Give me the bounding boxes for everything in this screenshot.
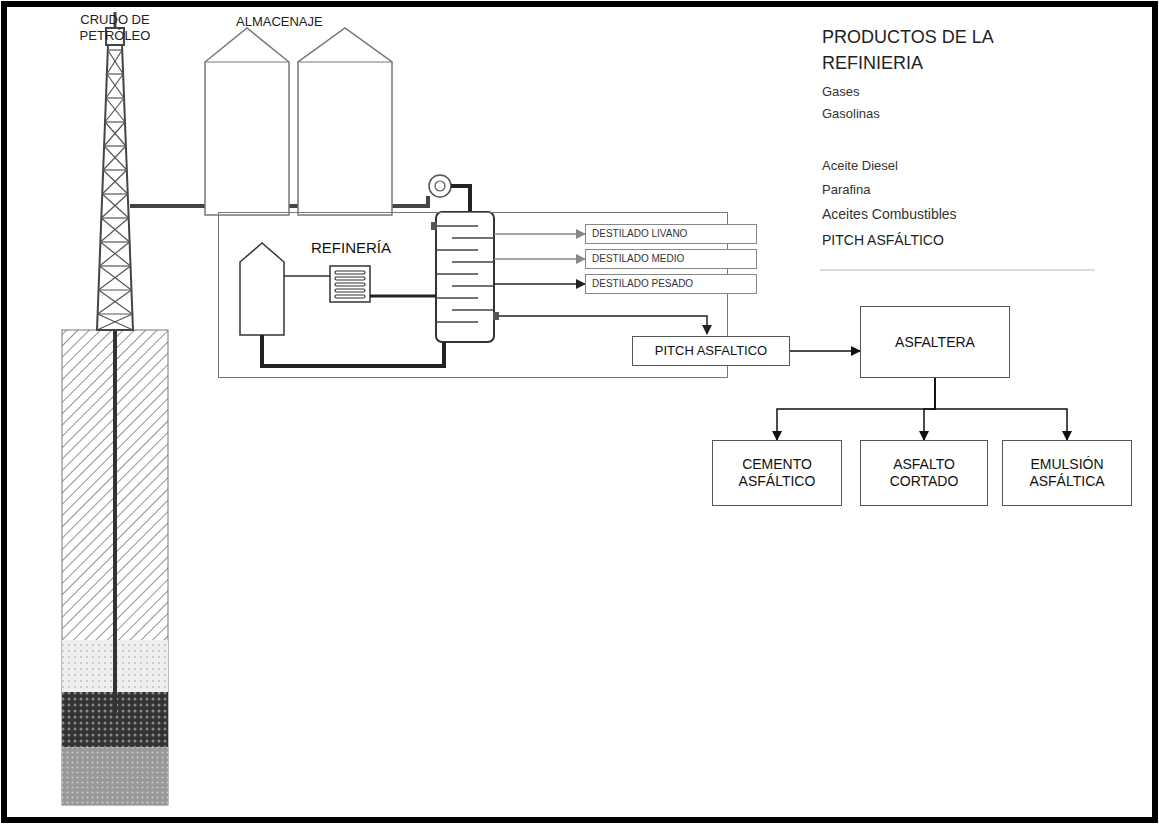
product-box: EMULSIÓN ASFÁLTICA — [1002, 440, 1132, 506]
product-item: Gases — [822, 84, 860, 100]
distillate-box: DESTILADO LIVANO — [585, 224, 757, 244]
flow-arrow — [935, 378, 1067, 440]
node-label: PITCH ASFALTICO — [655, 343, 767, 359]
flow-arrow — [777, 378, 935, 440]
node-label: ASFALTO CORTADO — [869, 456, 979, 490]
product-item: Parafina — [822, 182, 870, 198]
product-item: Aceites Combustibles — [822, 206, 957, 223]
product-box: ASFALTO CORTADO — [860, 440, 988, 506]
flow-arrow — [790, 350, 860, 352]
node-label: ASFALTERA — [895, 334, 975, 351]
product-item: Aceite Diesel — [822, 158, 898, 174]
distillate-box: DESTILADO MEDIO — [585, 249, 757, 269]
distillate-box: DESTILADO PESADO — [585, 274, 757, 294]
storage-label: ALMACENAJE — [236, 14, 323, 30]
product-item: PITCH ASFÁLTICO — [822, 232, 944, 249]
region-title: REFINERÍA — [311, 239, 391, 257]
product-box: CEMENTO ASFÁLTICO — [712, 440, 842, 506]
node-label: EMULSIÓN ASFÁLTICA — [1011, 456, 1123, 490]
node-label: DESTILADO MEDIO — [592, 253, 684, 265]
product-item: Gasolinas — [822, 106, 880, 122]
process-box: ASFALTERA — [860, 306, 1010, 378]
node-label: DESTILADO PESADO — [592, 278, 693, 290]
origin-label: CRUDO DE PETRÓLEO — [60, 12, 170, 43]
node-label: DESTILADO LIVANO — [592, 228, 687, 240]
process-box: PITCH ASFALTICO — [632, 336, 790, 366]
products-heading: PRODUCTOS DE LA REFINIERIA — [822, 24, 1032, 76]
node-label: CEMENTO ASFÁLTICO — [721, 456, 833, 490]
flow-arrow — [924, 378, 935, 440]
refinery-region: REFINERÍA — [218, 212, 728, 378]
